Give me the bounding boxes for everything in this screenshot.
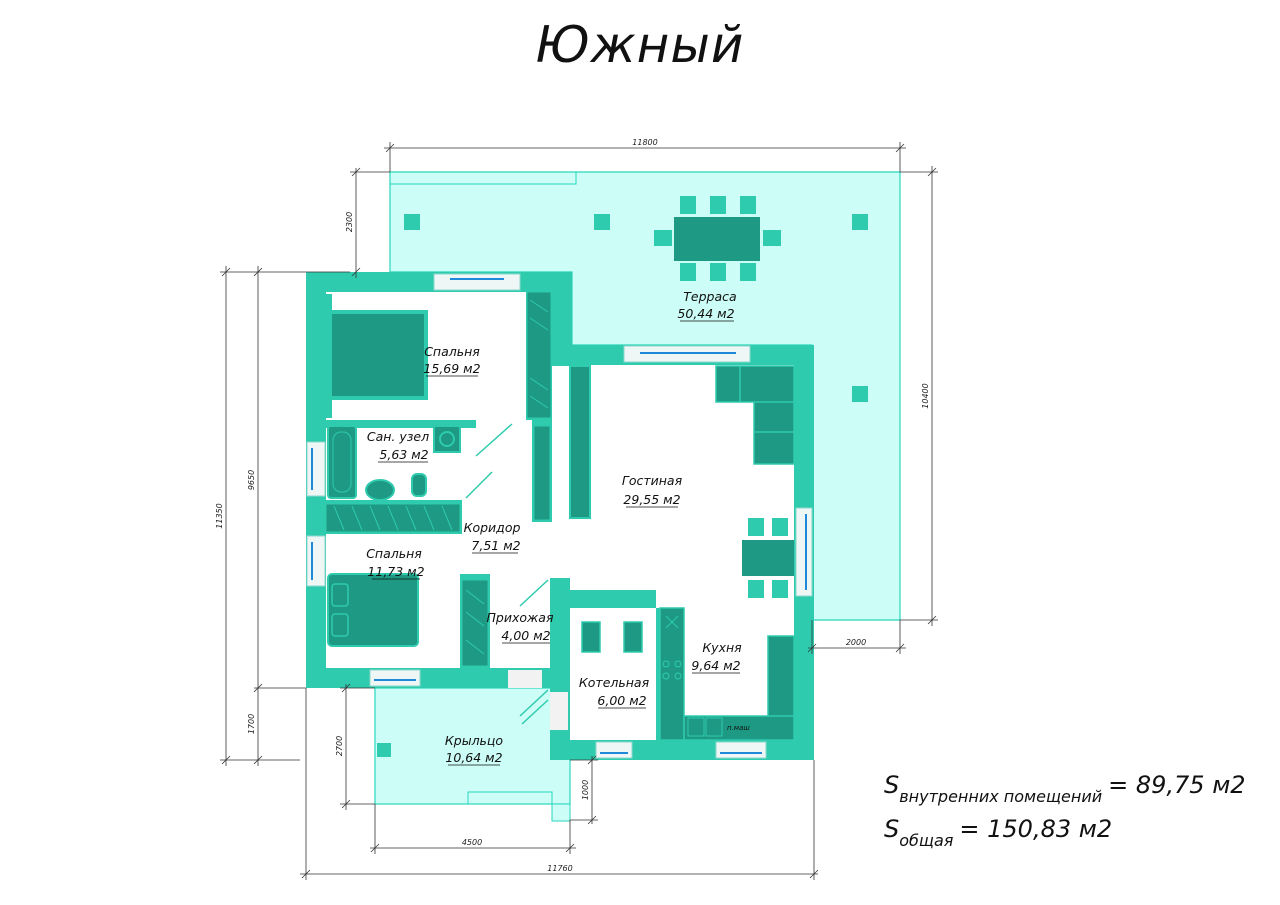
dimension-label: 11800 bbox=[632, 138, 657, 147]
fridge-icon bbox=[665, 615, 679, 629]
dimension-label: 2700 bbox=[335, 736, 344, 756]
window bbox=[795, 507, 813, 597]
total-area-formula: Sобщая = 150,83 м2 bbox=[884, 815, 1112, 850]
room-name: Сан. узел bbox=[367, 429, 429, 444]
washing-machine-icon bbox=[433, 425, 461, 453]
terrace-post bbox=[852, 214, 868, 230]
dimension-label: 2300 bbox=[345, 212, 354, 232]
sink-icon bbox=[365, 479, 395, 501]
window bbox=[369, 669, 421, 687]
window bbox=[306, 535, 326, 587]
room-labels: Терраса 50,44 м2 Спальня 15,69 м2 Сан. у… bbox=[366, 289, 742, 766]
dining-table-icon bbox=[742, 518, 794, 598]
room-name: Спальня bbox=[366, 546, 422, 561]
dimension-lines bbox=[220, 142, 938, 880]
window bbox=[595, 741, 633, 759]
room-area: 10,64 м2 bbox=[445, 750, 502, 765]
window bbox=[715, 741, 767, 759]
total-area-symbol: S bbox=[884, 815, 899, 843]
dimension-label: 4500 bbox=[462, 838, 482, 847]
dimension-label: 1700 bbox=[247, 714, 256, 734]
inner-area-value: = 89,75 м2 bbox=[1108, 771, 1245, 799]
door-swings bbox=[465, 423, 549, 725]
inner-area-symbol: S bbox=[884, 771, 899, 799]
window bbox=[306, 441, 326, 497]
room-area: 5,63 м2 bbox=[379, 447, 428, 462]
room-area: 9,64 м2 bbox=[691, 658, 740, 673]
room-name: Котельная bbox=[579, 675, 650, 690]
bed-icon bbox=[327, 573, 419, 647]
storage-shelf bbox=[325, 503, 461, 533]
wardrobe-icon bbox=[533, 425, 551, 521]
dimension-label: 10400 bbox=[921, 383, 930, 408]
tv-unit-icon bbox=[569, 365, 591, 519]
terrace-post bbox=[594, 214, 610, 230]
room-area: 50,44 м2 bbox=[677, 306, 734, 321]
dishwasher-label: п.маш bbox=[727, 724, 750, 732]
room-name: Гостиная bbox=[622, 473, 683, 488]
wardrobe-icon bbox=[461, 579, 489, 667]
window bbox=[433, 273, 521, 291]
bed-icon bbox=[326, 294, 428, 418]
terrace-dining-table bbox=[654, 196, 781, 281]
room-area: 6,00 м2 bbox=[597, 693, 646, 708]
dimension-label: 1000 bbox=[581, 780, 590, 800]
kitchen-sink-icon bbox=[687, 717, 723, 737]
dimension-labels: 11800 2300 11350 9650 1700 10400 2000 27… bbox=[215, 138, 930, 873]
house-interior bbox=[306, 272, 812, 760]
dimension-label: 11760 bbox=[547, 864, 572, 873]
door-opening bbox=[508, 670, 542, 688]
dimension-label: 9650 bbox=[247, 470, 256, 490]
room-area: 29,55 м2 bbox=[623, 492, 680, 507]
room-name: Кухня bbox=[702, 640, 742, 655]
room-area: 7,51 м2 bbox=[471, 538, 520, 553]
boiler-icon bbox=[581, 621, 643, 653]
door-opening bbox=[550, 692, 568, 730]
inner-area-subscript: внутренних помещений bbox=[899, 787, 1102, 806]
sofa-icon bbox=[715, 365, 795, 465]
room-area: 11,73 м2 bbox=[367, 564, 424, 579]
dimension-label: 11350 bbox=[215, 503, 224, 528]
room-name: Спальня bbox=[424, 344, 480, 359]
terrace-post bbox=[404, 214, 420, 230]
dimension-label: 2000 bbox=[846, 638, 866, 647]
total-area-value: = 150,83 м2 bbox=[959, 815, 1112, 843]
room-area: 4,00 м2 bbox=[501, 628, 550, 643]
bathtub-icon bbox=[327, 425, 357, 499]
porch-post bbox=[377, 743, 391, 757]
room-name: Крыльцо bbox=[445, 733, 504, 748]
inner-area-formula: Sвнутренних помещений = 89,75 м2 bbox=[884, 771, 1246, 806]
terrace-post bbox=[852, 386, 868, 402]
room-name: Терраса bbox=[683, 289, 736, 304]
area-summary: Sвнутренних помещений = 89,75 м2 Sобщая = … bbox=[884, 771, 1246, 850]
toilet-icon bbox=[411, 473, 427, 497]
wardrobe-icon bbox=[526, 291, 552, 419]
stove-icon bbox=[662, 660, 682, 680]
total-area-subscript: общая bbox=[899, 831, 954, 850]
room-area: 15,69 м2 bbox=[423, 361, 480, 376]
room-name: Прихожая bbox=[487, 610, 554, 625]
plan-title: Южный bbox=[536, 16, 745, 74]
windows bbox=[306, 273, 813, 759]
room-name: Коридор bbox=[464, 520, 521, 535]
